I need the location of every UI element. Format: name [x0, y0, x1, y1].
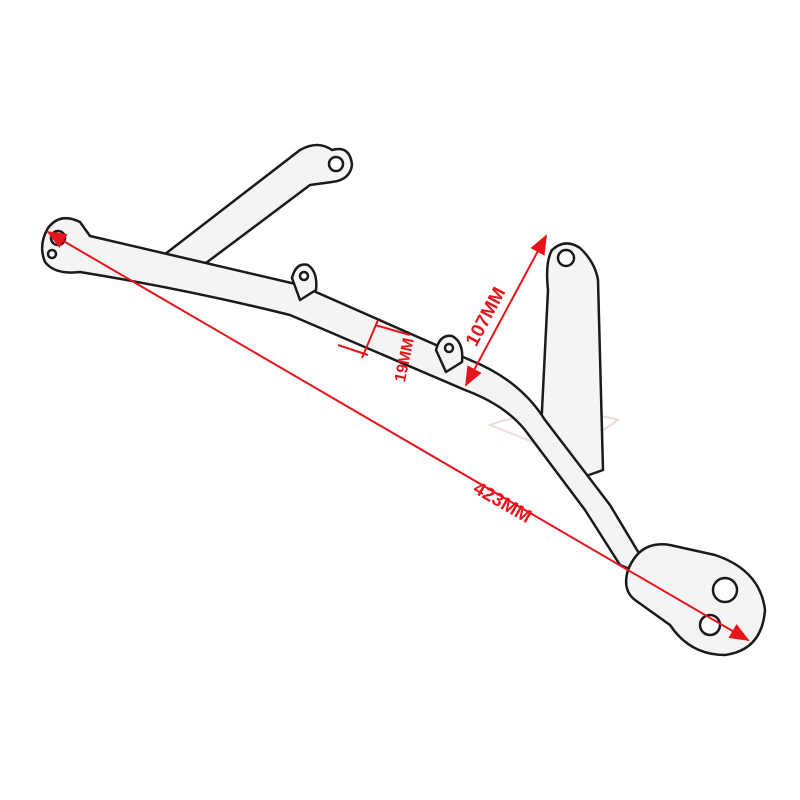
height-dimension-line [465, 234, 547, 387]
right-arm-eye [556, 248, 576, 268]
upper-arm-eye [327, 155, 345, 173]
bracket-frame [40, 143, 767, 657]
end-plate-hole-1 [711, 576, 739, 604]
upper-arm [158, 143, 354, 277]
diameter-dimension-line-3 [374, 324, 411, 336]
dimension-lines [46, 230, 750, 642]
length-dimension-line [46, 230, 750, 642]
diameter-dimension-line-2 [337, 344, 369, 356]
left-end-hole [46, 248, 58, 260]
diameter-dimension-line-1 [361, 319, 379, 359]
